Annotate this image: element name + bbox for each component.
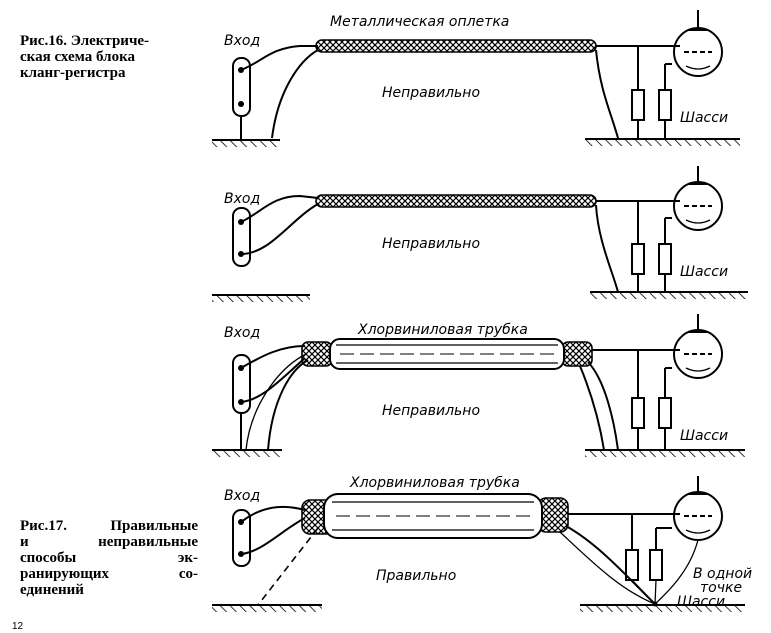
input-connector <box>232 207 251 267</box>
caption-line: способы эк- <box>20 550 198 566</box>
braid-end <box>301 341 333 367</box>
resistor <box>658 243 672 275</box>
ground-symbol <box>212 605 322 612</box>
caption-line: единений <box>20 582 84 598</box>
verdict-label: Неправильно <box>382 85 480 101</box>
ground-symbol <box>590 292 748 299</box>
ground-symbol <box>585 139 740 146</box>
resistor <box>658 89 672 121</box>
input-label: Вход <box>224 33 260 49</box>
verdict-label: Неправильно <box>382 236 480 252</box>
note-label: В одной <box>693 566 752 582</box>
cable-label: Металлическая оплетка <box>330 14 509 30</box>
figure-17-caption: Рис.17. Правильные и неправильные способ… <box>20 518 198 598</box>
cable-label: Хлорвиниловая трубка <box>357 322 528 338</box>
shielded-cable <box>315 194 597 208</box>
page-number: 12 <box>12 621 24 632</box>
ground-symbol <box>212 295 310 302</box>
caption-line: ранирующих со- <box>20 566 198 582</box>
note-label: точке <box>700 580 742 596</box>
ground-symbol <box>212 450 282 457</box>
panel-1: Вход Металлическая оплетка Неправильно Ш… <box>212 10 740 147</box>
panel-3: Вход Хлорвиниловая трубка Неправильно Ша… <box>212 314 745 457</box>
resistor <box>631 89 645 121</box>
ground-symbol <box>580 605 745 612</box>
chassis-label: Шасси <box>680 264 728 280</box>
input-label: Вход <box>224 325 260 341</box>
caption-line: Рис.16. Электриче- <box>20 33 150 49</box>
shielded-cable <box>315 39 597 53</box>
resistor <box>631 397 645 429</box>
input-connector <box>232 509 251 567</box>
braid-end <box>561 341 593 367</box>
figure-16-caption: Рис.16. Электриче- ская схема блока клан… <box>20 33 208 81</box>
panel-4: Вход Хлорвиниловая трубка Правильно В од… <box>212 475 752 612</box>
caption-line: и неправильные <box>20 534 198 550</box>
panel-2: Вход Неправильно Шасси <box>212 166 748 302</box>
chassis-label: Шасси <box>680 428 728 444</box>
cable-label: Хлорвиниловая трубка <box>349 475 520 491</box>
resistor <box>649 549 663 581</box>
ground-symbol <box>212 140 280 147</box>
verdict-label: Правильно <box>376 568 456 584</box>
ground-symbol <box>585 450 745 457</box>
input-label: Вход <box>224 191 260 207</box>
caption-line: Рис.17. Правильные <box>20 518 198 534</box>
input-label: Вход <box>224 488 260 504</box>
pvc-tube <box>323 493 543 539</box>
chassis-label: Шасси <box>680 110 728 126</box>
caption-line: ская схема блока <box>20 49 136 65</box>
resistor <box>631 243 645 275</box>
caption-line: кланг-регистра <box>20 65 126 81</box>
resistor <box>658 397 672 429</box>
verdict-label: Неправильно <box>382 403 480 419</box>
